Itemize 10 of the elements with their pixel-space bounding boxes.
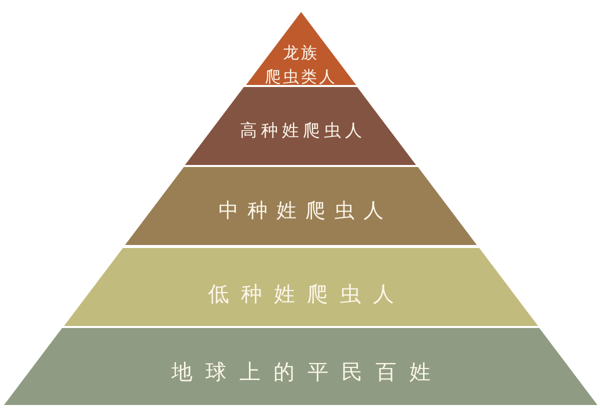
pyramid-tier: [185, 87, 416, 165]
pyramid-tier: [4, 328, 598, 405]
pyramid-tier: [125, 167, 477, 245]
tier-label: 高种姓爬虫人: [240, 120, 366, 142]
tier-label: 中种姓爬虫人: [218, 196, 392, 224]
tier-label: 地球上的平民百姓: [171, 358, 444, 386]
tier-label: 龙族爬虫类人: [264, 43, 337, 86]
pyramid-apex: [246, 12, 356, 85]
tier-label: 低种姓爬虫人: [208, 281, 406, 308]
pyramid-tier: [64, 248, 538, 326]
